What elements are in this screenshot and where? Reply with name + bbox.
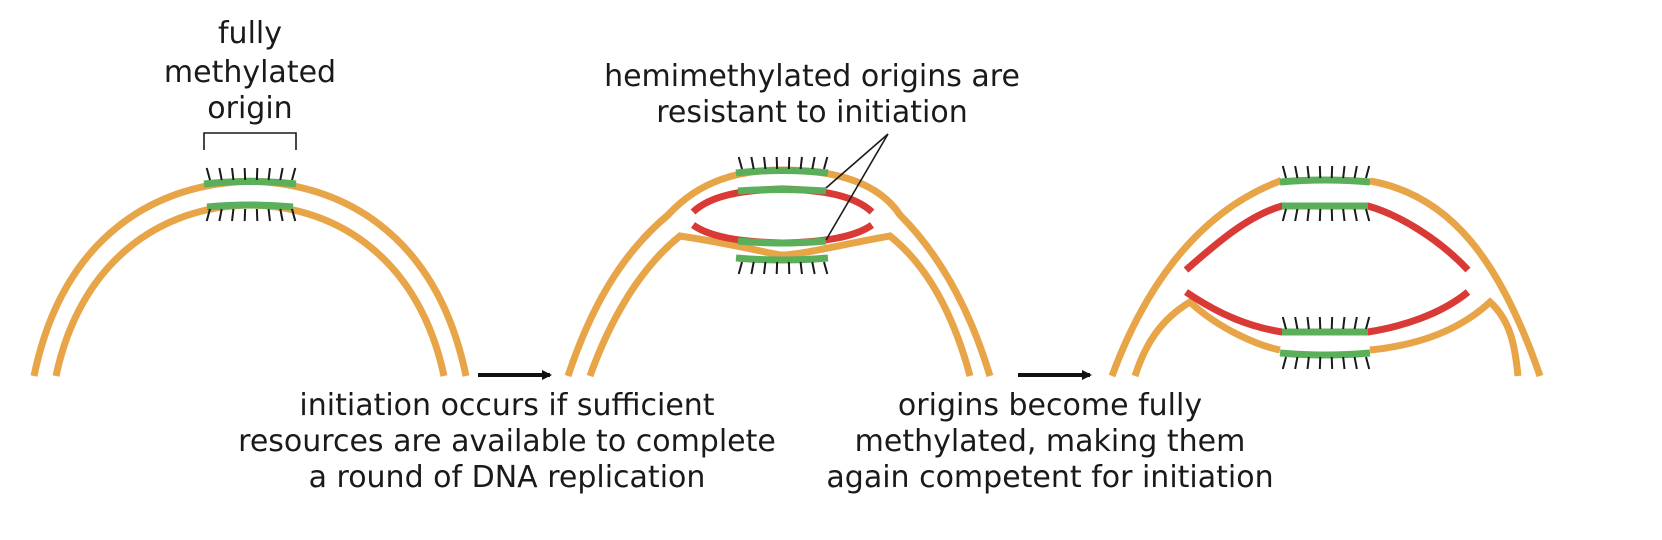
methyl-tick	[799, 261, 803, 275]
methyl-tick	[1281, 208, 1287, 222]
methyl-tick	[1342, 316, 1346, 330]
methyl-tick	[291, 167, 297, 181]
methyl-tick-icon	[737, 156, 829, 170]
origin-bracket	[203, 132, 297, 150]
methyl-tick	[1294, 208, 1299, 222]
panel-hemimethylated: hemimethylated origins are resistant to …	[564, 59, 1020, 378]
methyl-tick-icon	[205, 167, 297, 181]
methyl-tick	[1342, 165, 1346, 179]
methyl-tick	[291, 208, 297, 222]
methyl-tick-icon	[205, 208, 297, 222]
methyl-tick	[1306, 208, 1310, 222]
methylated-origin-outer	[203, 178, 297, 188]
methyl-tick	[1353, 316, 1358, 330]
parental-strand-inner	[586, 232, 974, 378]
methyl-tick	[1353, 208, 1358, 222]
methyl-tick	[1306, 356, 1310, 370]
new-strand-top	[1183, 202, 1471, 273]
label-hemimethylated-2: resistant to initiation	[656, 95, 967, 130]
methyl-tick	[1342, 208, 1346, 222]
caption-remethylation: origins become fully methylated, making …	[826, 388, 1273, 495]
methyl-tick	[1294, 165, 1299, 179]
methyl-tick	[737, 261, 743, 275]
methyl-tick	[231, 167, 235, 181]
parental-strand-outer-left	[1108, 177, 1282, 378]
methylated-parental-bottom	[1279, 349, 1371, 359]
methyl-tick	[811, 156, 816, 170]
panel-fully-methylated: fully methylated origin	[30, 16, 470, 377]
methyl-tick-icon	[1281, 165, 1371, 179]
methyl-tick	[205, 167, 211, 181]
methyl-tick	[1294, 316, 1299, 330]
label-hemimethylated-1: hemimethylated origins are	[604, 59, 1020, 94]
methyl-tick	[737, 156, 743, 170]
pointer-line	[825, 133, 889, 241]
caption-initiation: initiation occurs if sufficient resource…	[238, 388, 776, 495]
methyl-tick	[1365, 356, 1371, 370]
methylated-parental-top	[1279, 176, 1371, 186]
methyl-tick-icon	[737, 261, 829, 275]
methyl-tick	[218, 167, 223, 181]
methyl-tick-icon	[1281, 208, 1371, 222]
caption-remethylation-2: methylated, making them	[855, 424, 1246, 459]
caption-remethylation-3: again competent for initiation	[826, 460, 1273, 495]
methyl-tick	[1365, 208, 1371, 222]
methyl-tick	[811, 261, 816, 275]
methyl-tick	[279, 208, 284, 222]
methyl-tick	[1281, 316, 1287, 330]
parental-strand-outer-right	[1369, 177, 1544, 378]
panel-remethylated	[1108, 165, 1544, 378]
methyl-tick	[205, 208, 211, 222]
methyl-tick	[1294, 356, 1299, 370]
parental-strand-inner-left	[1131, 297, 1281, 378]
methyl-tick	[1365, 165, 1371, 179]
methyl-tick	[1281, 165, 1287, 179]
parental-strand-inner-right	[1369, 297, 1522, 377]
methyl-tick	[1353, 165, 1358, 179]
methyl-tick	[763, 261, 767, 275]
caption-initiation-2: resources are available to complete	[238, 424, 776, 459]
pointer-line	[825, 133, 889, 189]
label-methylated: methylated	[164, 55, 336, 90]
unmethylated-origin-top	[737, 186, 827, 195]
caption-initiation-1: initiation occurs if sufficient	[299, 388, 714, 423]
methyl-tick	[1342, 356, 1346, 370]
methyl-tick	[763, 156, 767, 170]
caption-remethylation-1: origins become fully	[898, 388, 1202, 423]
methyl-tick	[218, 208, 223, 222]
methyl-tick	[799, 156, 803, 170]
methylated-parental-top	[735, 167, 829, 177]
methyl-tick	[823, 261, 829, 275]
methyl-tick-icon	[1281, 356, 1371, 370]
methyl-tick	[1353, 356, 1358, 370]
methyl-tick-icon	[1281, 316, 1371, 330]
unmethylated-origin-bottom	[737, 237, 827, 247]
methyl-tick	[1306, 165, 1310, 179]
methyl-tick	[1281, 356, 1287, 370]
methyl-tick	[823, 156, 829, 170]
methyl-tick	[279, 167, 284, 181]
caption-initiation-3: a round of DNA replication	[309, 460, 706, 495]
label-origin: origin	[207, 91, 292, 126]
methylated-parental-bottom	[735, 254, 829, 264]
methylated-origin-inner	[206, 201, 294, 211]
methyl-tick	[750, 261, 755, 275]
methyl-tick	[267, 167, 271, 181]
methyl-tick	[267, 208, 271, 222]
methyl-tick	[231, 208, 235, 222]
methyl-tick	[750, 156, 755, 170]
methyl-tick	[1306, 316, 1310, 330]
label-fully: fully	[218, 16, 282, 51]
methyl-tick	[1365, 316, 1371, 330]
